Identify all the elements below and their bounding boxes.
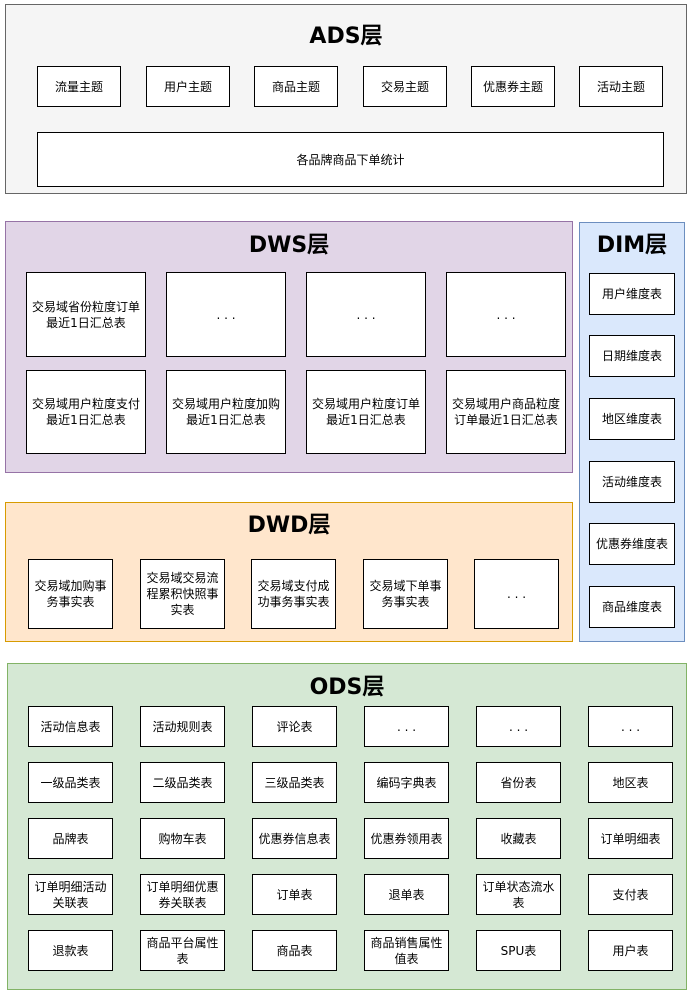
ods-table: 省份表: [476, 762, 561, 803]
dim-table-date: 日期维度表: [589, 335, 675, 377]
ods-layer: ODS层: [7, 663, 687, 990]
dws-table: 交易域用户粒度支付最近1日汇总表: [26, 370, 146, 454]
dim-layer-title: DIM层: [596, 233, 668, 258]
dws-layer-title: DWS层: [248, 233, 330, 258]
dws-table: 交易域用户商品粒度订单最近1日汇总表: [446, 370, 566, 454]
ods-layer-title: ODS层: [309, 675, 385, 700]
dwd-ellipsis: . . .: [474, 559, 559, 629]
ads-topic-traffic: 流量主题: [37, 66, 121, 107]
ods-table: 订单明细优惠券关联表: [140, 874, 225, 915]
dim-table-region: 地区维度表: [589, 398, 675, 440]
ads-topic-trade: 交易主题: [363, 66, 447, 107]
ods-table: 二级品类表: [140, 762, 225, 803]
ods-table: 支付表: [588, 874, 673, 915]
ods-table: 地区表: [588, 762, 673, 803]
dws-table: 交易域用户粒度订单最近1日汇总表: [306, 370, 426, 454]
ads-topic-activity: 活动主题: [579, 66, 663, 107]
ads-layer-title: ADS层: [309, 24, 383, 49]
ods-table: 品牌表: [28, 818, 113, 859]
dim-table-product: 商品维度表: [589, 586, 675, 628]
dws-table: 交易域用户粒度加购最近1日汇总表: [166, 370, 286, 454]
dwd-table: 交易域交易流程累积快照事实表: [140, 559, 225, 629]
ods-table: 购物车表: [140, 818, 225, 859]
dwd-table: 交易域加购事务事实表: [28, 559, 113, 629]
dwd-layer-title: DWD层: [247, 513, 331, 538]
dws-table: 交易域省份粒度订单最近1日汇总表: [26, 272, 146, 357]
ods-table: 编码字典表: [364, 762, 449, 803]
ods-table: . . .: [364, 706, 449, 747]
ads-topic-product: 商品主题: [254, 66, 338, 107]
dws-ellipsis: . . .: [166, 272, 286, 357]
ods-table: 优惠券领用表: [364, 818, 449, 859]
dim-table-activity: 活动维度表: [589, 461, 675, 503]
ods-table: . . .: [588, 706, 673, 747]
ads-brand-order-stat: 各品牌商品下单统计: [37, 132, 664, 187]
ods-table: 一级品类表: [28, 762, 113, 803]
ods-table: 活动信息表: [28, 706, 113, 747]
ods-table: 退款表: [28, 930, 113, 971]
ods-table: 用户表: [588, 930, 673, 971]
ods-table: 三级品类表: [252, 762, 337, 803]
dim-table-coupon: 优惠券维度表: [589, 523, 675, 565]
ods-table: 商品销售属性值表: [364, 930, 449, 971]
ods-table: . . .: [476, 706, 561, 747]
dwd-table: 交易域下单事务事实表: [363, 559, 448, 629]
ods-table: 商品平台属性表: [140, 930, 225, 971]
ods-table: 订单表: [252, 874, 337, 915]
ods-table: 订单明细活动关联表: [28, 874, 113, 915]
dwd-table: 交易域支付成功事务事实表: [251, 559, 336, 629]
ods-table: 订单明细表: [588, 818, 673, 859]
ods-table: 活动规则表: [140, 706, 225, 747]
ods-table: 商品表: [252, 930, 337, 971]
dim-table-user: 用户维度表: [589, 273, 675, 315]
ods-table: 优惠券信息表: [252, 818, 337, 859]
ads-topic-coupon: 优惠券主题: [471, 66, 555, 107]
ods-table: 订单状态流水表: [476, 874, 561, 915]
ods-table: SPU表: [476, 930, 561, 971]
dws-ellipsis: . . .: [306, 272, 426, 357]
ods-table: 收藏表: [476, 818, 561, 859]
dws-ellipsis: . . .: [446, 272, 566, 357]
ads-topic-user: 用户主题: [146, 66, 230, 107]
ods-table: 退单表: [364, 874, 449, 915]
ods-table: 评论表: [252, 706, 337, 747]
